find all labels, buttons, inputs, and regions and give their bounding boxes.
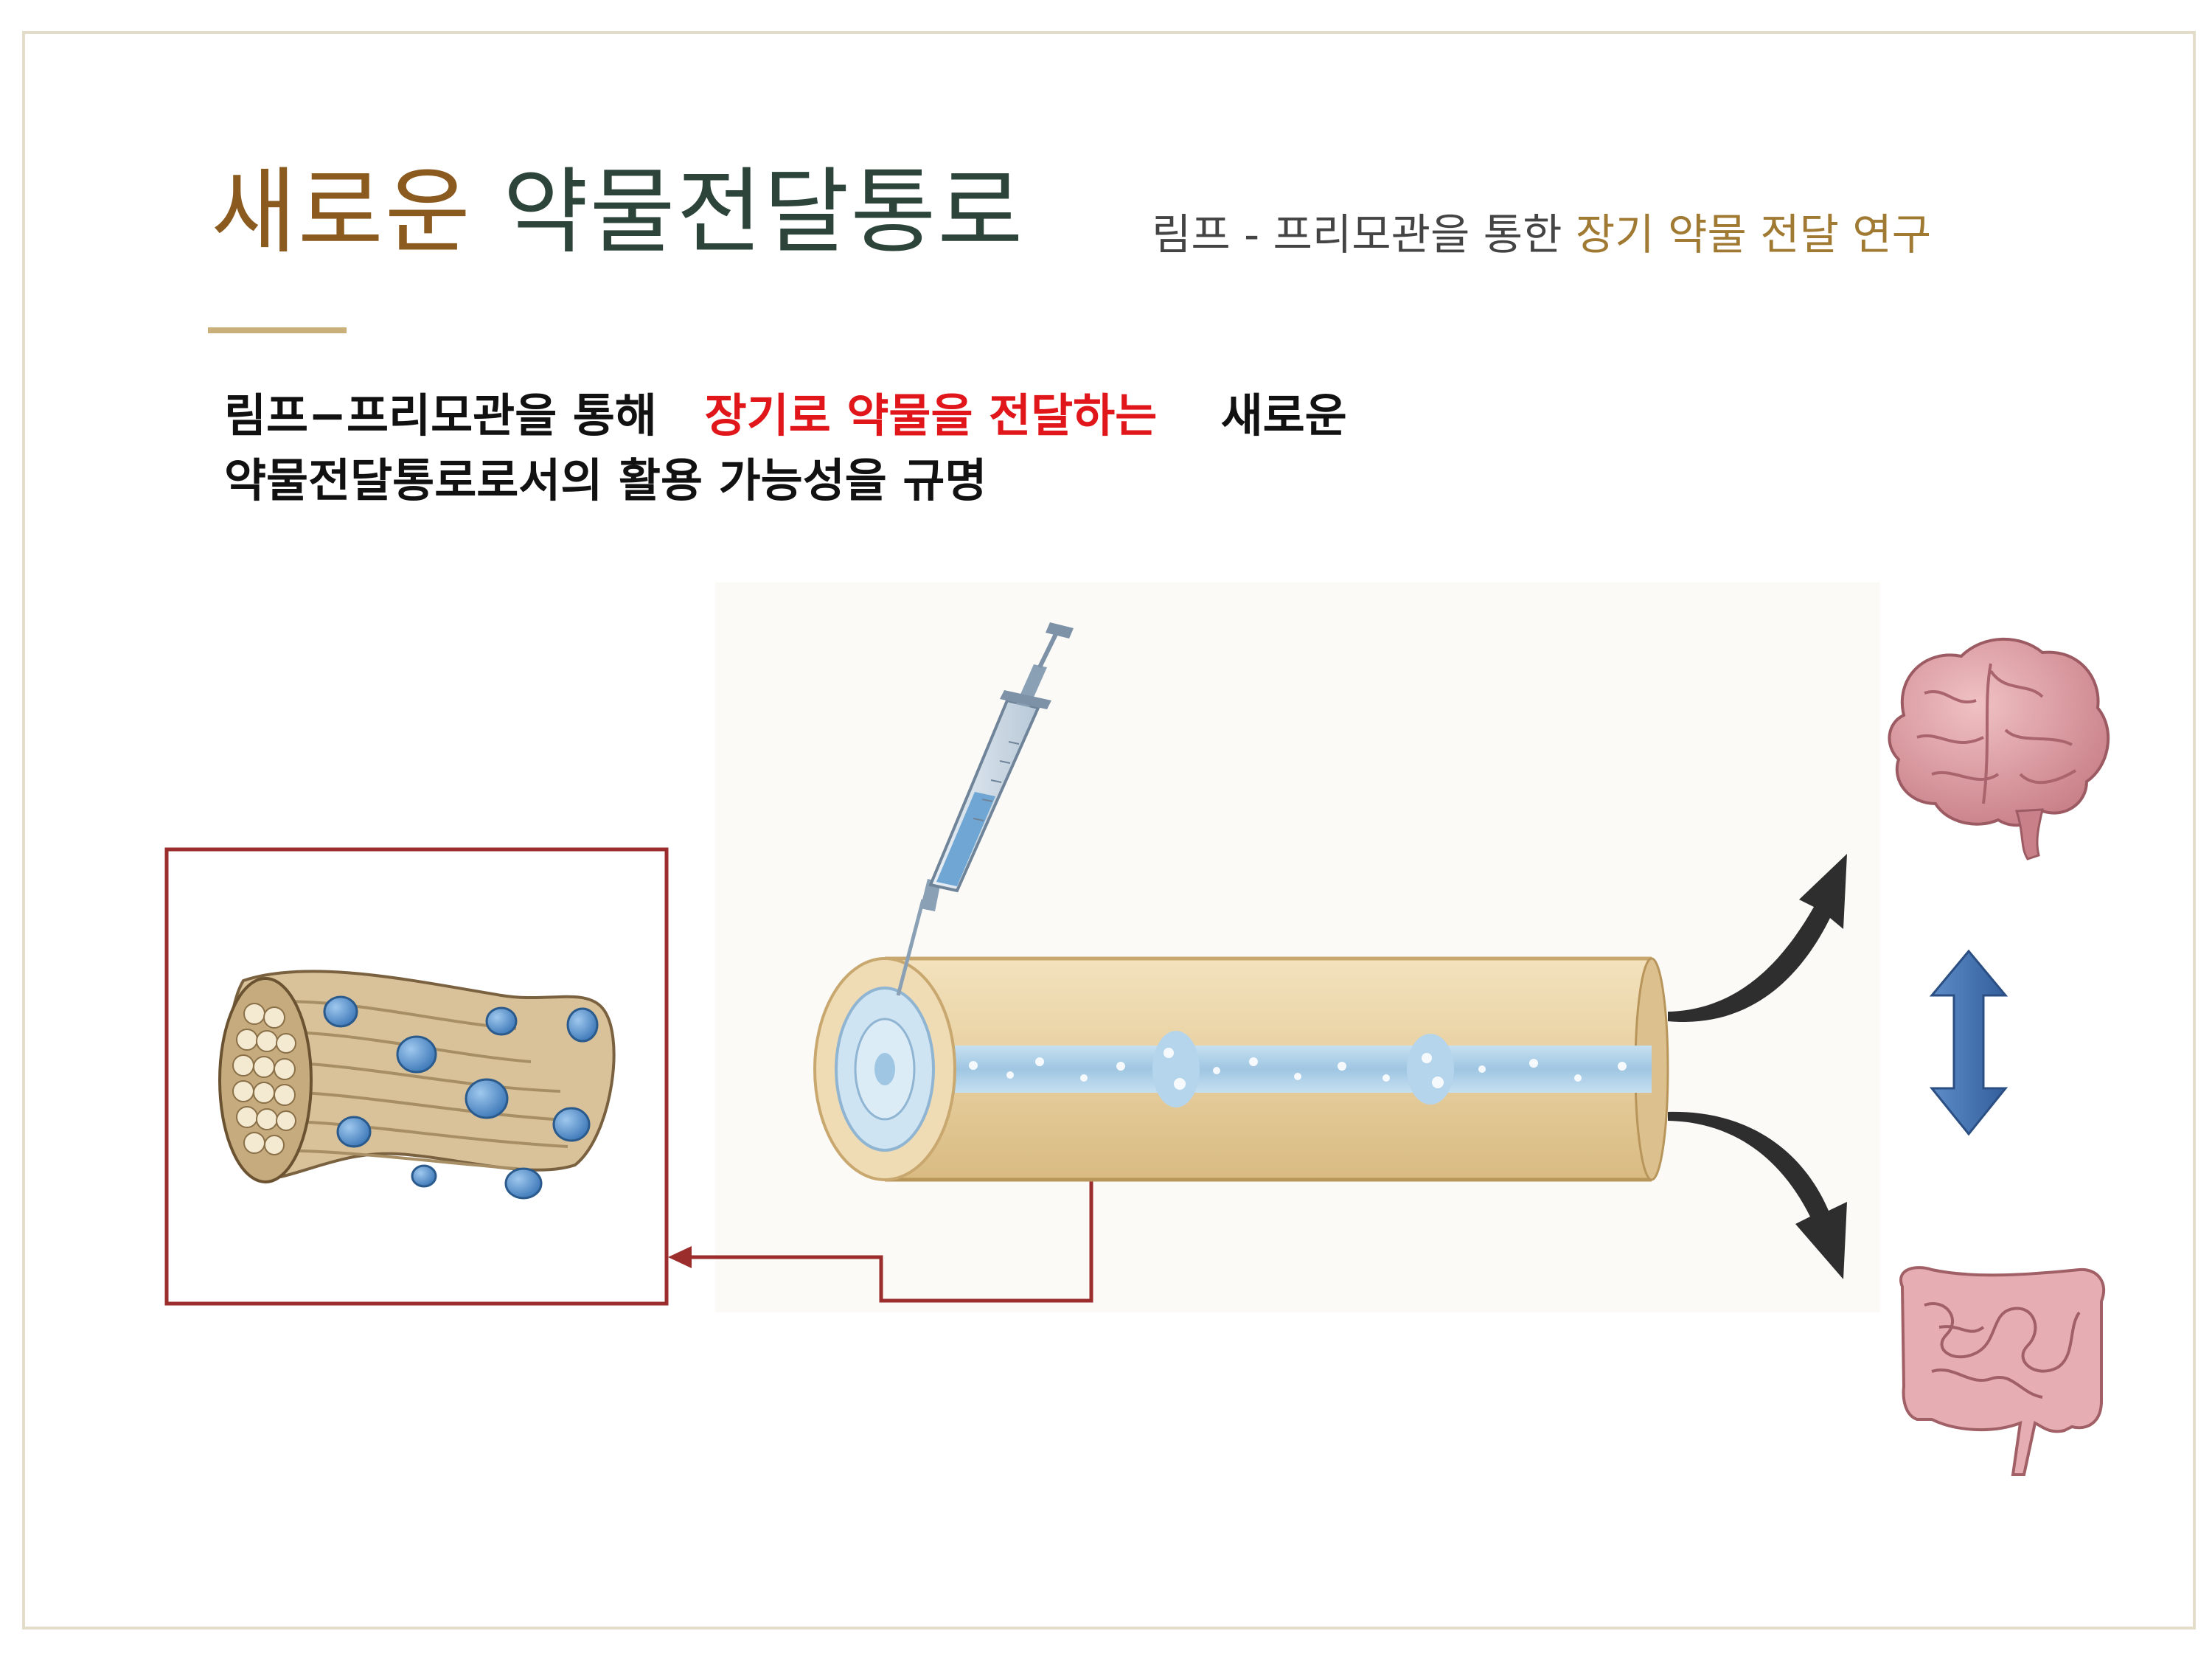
body-statement: 림프−프리모관을 통해 장기로 약물을 전달하는 새로운 약물전달통로로서의 활… [224, 383, 1347, 513]
primo-vessel-icon [813, 956, 1669, 1182]
body-line-1: 림프−프리모관을 통해 장기로 약물을 전달하는 새로운 [224, 383, 1347, 448]
brain-icon [1888, 637, 2110, 860]
body-line1-a: 림프−프리모관을 통해 [224, 389, 657, 442]
body-line-2: 약물전달통로로서의 활용 가능성을 규명 [224, 453, 987, 507]
illustration-background [715, 582, 1880, 1312]
body-line1-highlight: 장기로 약물을 전달하는 [704, 389, 1158, 442]
primo-bundle-icon [218, 970, 616, 1200]
body-line1-c: 새로운 [1220, 389, 1347, 442]
syringe-icon [896, 622, 1074, 996]
intestine-icon [1899, 1266, 2106, 1476]
accent-divider [208, 327, 347, 333]
double-arrow-icon [1929, 949, 2008, 1136]
subtitle-part-1: 림프 - 프리모관을 통한 [1152, 209, 1562, 260]
curved-arrow-icon [1668, 854, 1847, 1279]
magnified-inset [164, 847, 669, 1306]
page-title: 새로운 약물전달통로 [211, 153, 1024, 271]
subtitle-part-2: 장기 약물 전달 연구 [1575, 209, 1932, 260]
title-part-drug-route: 약물전달통로 [502, 158, 1025, 266]
title-part-new: 새로운 [211, 158, 472, 266]
page-subtitle: 림프 - 프리모관을 통한 장기 약물 전달 연구 [1152, 205, 1931, 264]
lumen-channel [885, 1046, 1652, 1093]
